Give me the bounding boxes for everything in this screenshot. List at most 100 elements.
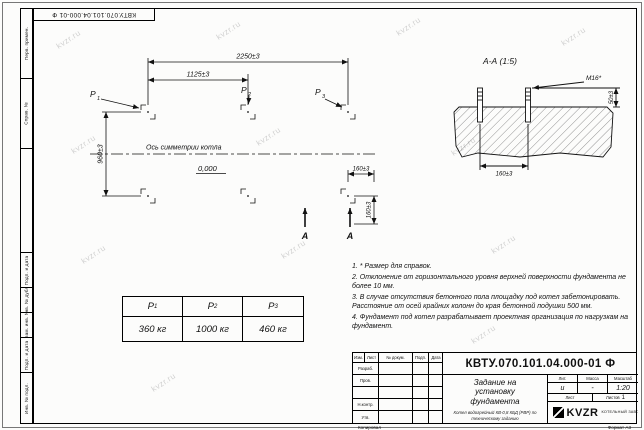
left-margin-column: Перв. примен. Справ. № Подп. и дата Инв.… [20, 8, 33, 424]
bolt-callout: М16* [532, 75, 602, 90]
p3-header: Р [268, 301, 275, 312]
p1-header: Р [147, 301, 154, 312]
cell-empty [413, 363, 429, 375]
sheets-value: 1 [621, 394, 625, 401]
cell-empty [379, 363, 413, 375]
mass-value: - [578, 383, 608, 394]
title-block-meta: Лит. Масса Масштаб и - 1:20 Лист Листов … [548, 375, 638, 423]
col-podp: Подп. [413, 353, 429, 363]
margin-cell: Перв. примен. [21, 9, 32, 79]
level-mark: 0,000 [196, 164, 226, 174]
title-block-right: КВТУ.070.101.04.000-01 Ф Задание на уста… [443, 353, 638, 423]
p1-header-sub: 1 [154, 303, 158, 310]
p2-base: Р [241, 85, 247, 95]
anchor-bolt-left [477, 87, 483, 123]
document-designation: КВТУ.070.101.04.000-01 Ф [443, 353, 638, 375]
document-title-cell: Задание на установку фундамента Котел во… [443, 375, 548, 423]
company-logo-cell: KVZR КОТЕЛЬНЫЙ ЗАВОД РЭП [548, 402, 638, 423]
copy-label: Копировал [358, 424, 382, 430]
note-3: 3. В случае отсутствия бетонного пола пл… [352, 293, 621, 310]
kvzr-logo-text: KVZR [566, 406, 599, 419]
format-label: Формат А3 [607, 424, 631, 430]
document-subtitle: Котел водогрейный КВ-0,8 КБД (РВР) по те… [453, 410, 537, 421]
axis-label: Ось симметрии котла [146, 145, 222, 152]
row-blank [353, 387, 379, 399]
cell-empty [413, 399, 429, 411]
p1-sub: 1 [97, 96, 100, 102]
p3-sub: 3 [322, 94, 326, 100]
cell-empty [429, 375, 443, 387]
dim-offset-horizontal: 160±3 [347, 167, 375, 182]
row-razrab: Разраб. [353, 363, 379, 375]
dim-offset-h-text: 160±3 [353, 167, 370, 173]
lit-value: и [548, 383, 578, 394]
anchor-bolt-right [525, 87, 531, 123]
margin-cell: Справ. № [21, 79, 32, 149]
load-value-p3: 460 кг [259, 323, 287, 335]
cell-empty [413, 375, 429, 387]
row-prov: Пров. [353, 375, 379, 387]
p1-base: Р [90, 89, 96, 99]
col-docnum: № докум. [379, 353, 413, 363]
sheets-cell: Листов 1 [593, 394, 638, 402]
p2-header-sub: 2 [214, 303, 218, 310]
col-izm: Изм. [353, 353, 365, 363]
point-label-p1: Р 1 [90, 89, 140, 110]
p3-header-sub: 3 [274, 303, 278, 310]
document-title: Задание на установку фундамента [470, 378, 520, 406]
sheets-label: Листов [606, 395, 620, 400]
cut-letter-right: А [346, 231, 354, 241]
col-data: Дата [429, 353, 443, 363]
mass-label: Масса [578, 375, 608, 383]
cell-empty [429, 411, 443, 423]
title-block-revision-grid: Изм. Лист № докум. Подп. Дата Разраб. Пр… [353, 353, 443, 423]
extension-lines [102, 58, 349, 197]
dim-bolt-spacing-text: 160±3 [496, 172, 513, 178]
cell-empty [379, 375, 413, 387]
dim-bolt-spacing: 160±3 [479, 124, 529, 178]
margin-cell-empty [21, 149, 32, 253]
bottom-margin: Копировал Формат А3 [352, 424, 637, 430]
cell-empty [379, 399, 413, 411]
cell-empty [379, 387, 413, 399]
bolt-label: М16* [586, 75, 602, 82]
concrete-foundation [453, 106, 614, 158]
note-4: 4. Фундамент под котел разрабатывает про… [352, 313, 629, 330]
cell-empty [413, 387, 429, 399]
col-list: Лист [365, 353, 379, 363]
scale-label: Масштаб [608, 375, 638, 383]
section-aa-view: А-А (1:5) М16* [453, 56, 620, 178]
p2-header: Р [207, 301, 214, 312]
cell-empty [429, 387, 443, 399]
technical-notes: 1. * Размер для справок. 2. Отклонение о… [352, 262, 633, 333]
title-block: Изм. Лист № докум. Подп. Дата Разраб. Пр… [352, 352, 638, 424]
kvzr-logo-caption: КОТЕЛЬНЫЙ ЗАВОД РЭП [601, 410, 638, 415]
row-utv: Утв. [353, 411, 379, 423]
dim-half: 1125±3 [148, 72, 248, 83]
dim-protrusion: 50±3 [532, 87, 620, 108]
symmetry-axis: Ось симметрии котла [90, 145, 375, 155]
cell-empty [429, 363, 443, 375]
inverted-designation-box: КВТУ.070.101.04.000-01 Ф [33, 8, 155, 21]
load-value-p1: 360 кг [123, 317, 183, 341]
cut-letter-left: А [301, 231, 309, 241]
sheet-label: Лист [548, 394, 593, 402]
dim-offset-v-text: 160±3 [367, 201, 373, 218]
dim-half-text: 1125±3 [187, 72, 210, 79]
note-1: 1. * Размер для справок. [352, 263, 432, 270]
dim-offset-vertical: 160±3 [354, 195, 378, 225]
margin-cell: Инв. № дубл. [21, 288, 32, 313]
margin-cell: Подп. и дата [21, 338, 32, 373]
load-value-p2: 1000 кг [183, 317, 243, 341]
plan-view: 2250±3 1125±3 960±3 [90, 54, 378, 241]
point-label-p3: Р 3 [315, 87, 343, 108]
level-mark-text: 0,000 [198, 164, 218, 173]
p3-base: Р [315, 87, 321, 97]
